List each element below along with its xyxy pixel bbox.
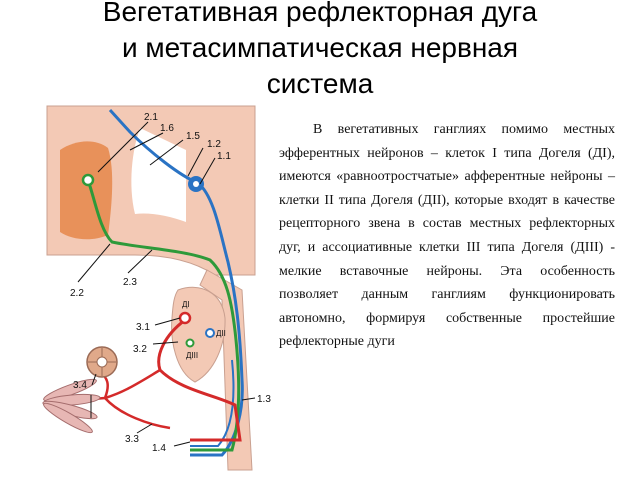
afferent-fiber-2 — [190, 359, 235, 447]
label-dogiel-3: ДIII — [186, 351, 198, 360]
interneuron — [81, 173, 95, 187]
label-2-3: 2.3 — [123, 277, 137, 288]
label-1-3: 1.3 — [257, 394, 271, 405]
label-3-2: 3.2 — [133, 344, 147, 355]
label-2-2: 2.2 — [70, 288, 84, 299]
white-matter-region — [131, 128, 186, 222]
title-line-2: и метасимпатическая нервная — [121, 32, 519, 63]
label-2-1: 2.1 — [144, 112, 158, 123]
preganglionic-fiber — [86, 179, 241, 452]
title-line-1: Вегетативная рефлекторная дуга — [102, 0, 538, 27]
label-1-1: 1.1 — [217, 151, 231, 162]
dogiel-type-2-neuron — [205, 328, 215, 338]
gray-matter — [60, 141, 113, 240]
body-paragraph: В вегетативных ганглиях помимо местных э… — [279, 122, 615, 350]
page-title: Вегетативная рефлекторная дуга и метасим… — [0, 0, 640, 102]
label-3-3: 3.3 — [125, 434, 139, 445]
label-3-1: 3.1 — [136, 322, 150, 333]
label-dogiel-2: ДII — [216, 329, 226, 338]
autonomic-ganglion — [171, 286, 226, 383]
label-1-6: 1.6 — [160, 123, 174, 134]
label-3-4: 3.4 — [73, 380, 87, 391]
label-pointers — [77, 121, 256, 447]
postganglionic-fiber — [157, 318, 242, 442]
label-dogiel-1: ДI — [182, 300, 190, 309]
label-1-4: 1.4 — [152, 443, 166, 454]
label-1-2: 1.2 — [207, 139, 221, 150]
dogiel-type-1-neuron — [178, 311, 192, 325]
smooth-muscle-effector — [42, 378, 101, 434]
label-1-5: 1.5 — [186, 131, 200, 142]
gland-effector — [86, 346, 118, 378]
title-line-3: система — [266, 68, 374, 99]
dogiel-type-3-neuron — [185, 338, 195, 348]
